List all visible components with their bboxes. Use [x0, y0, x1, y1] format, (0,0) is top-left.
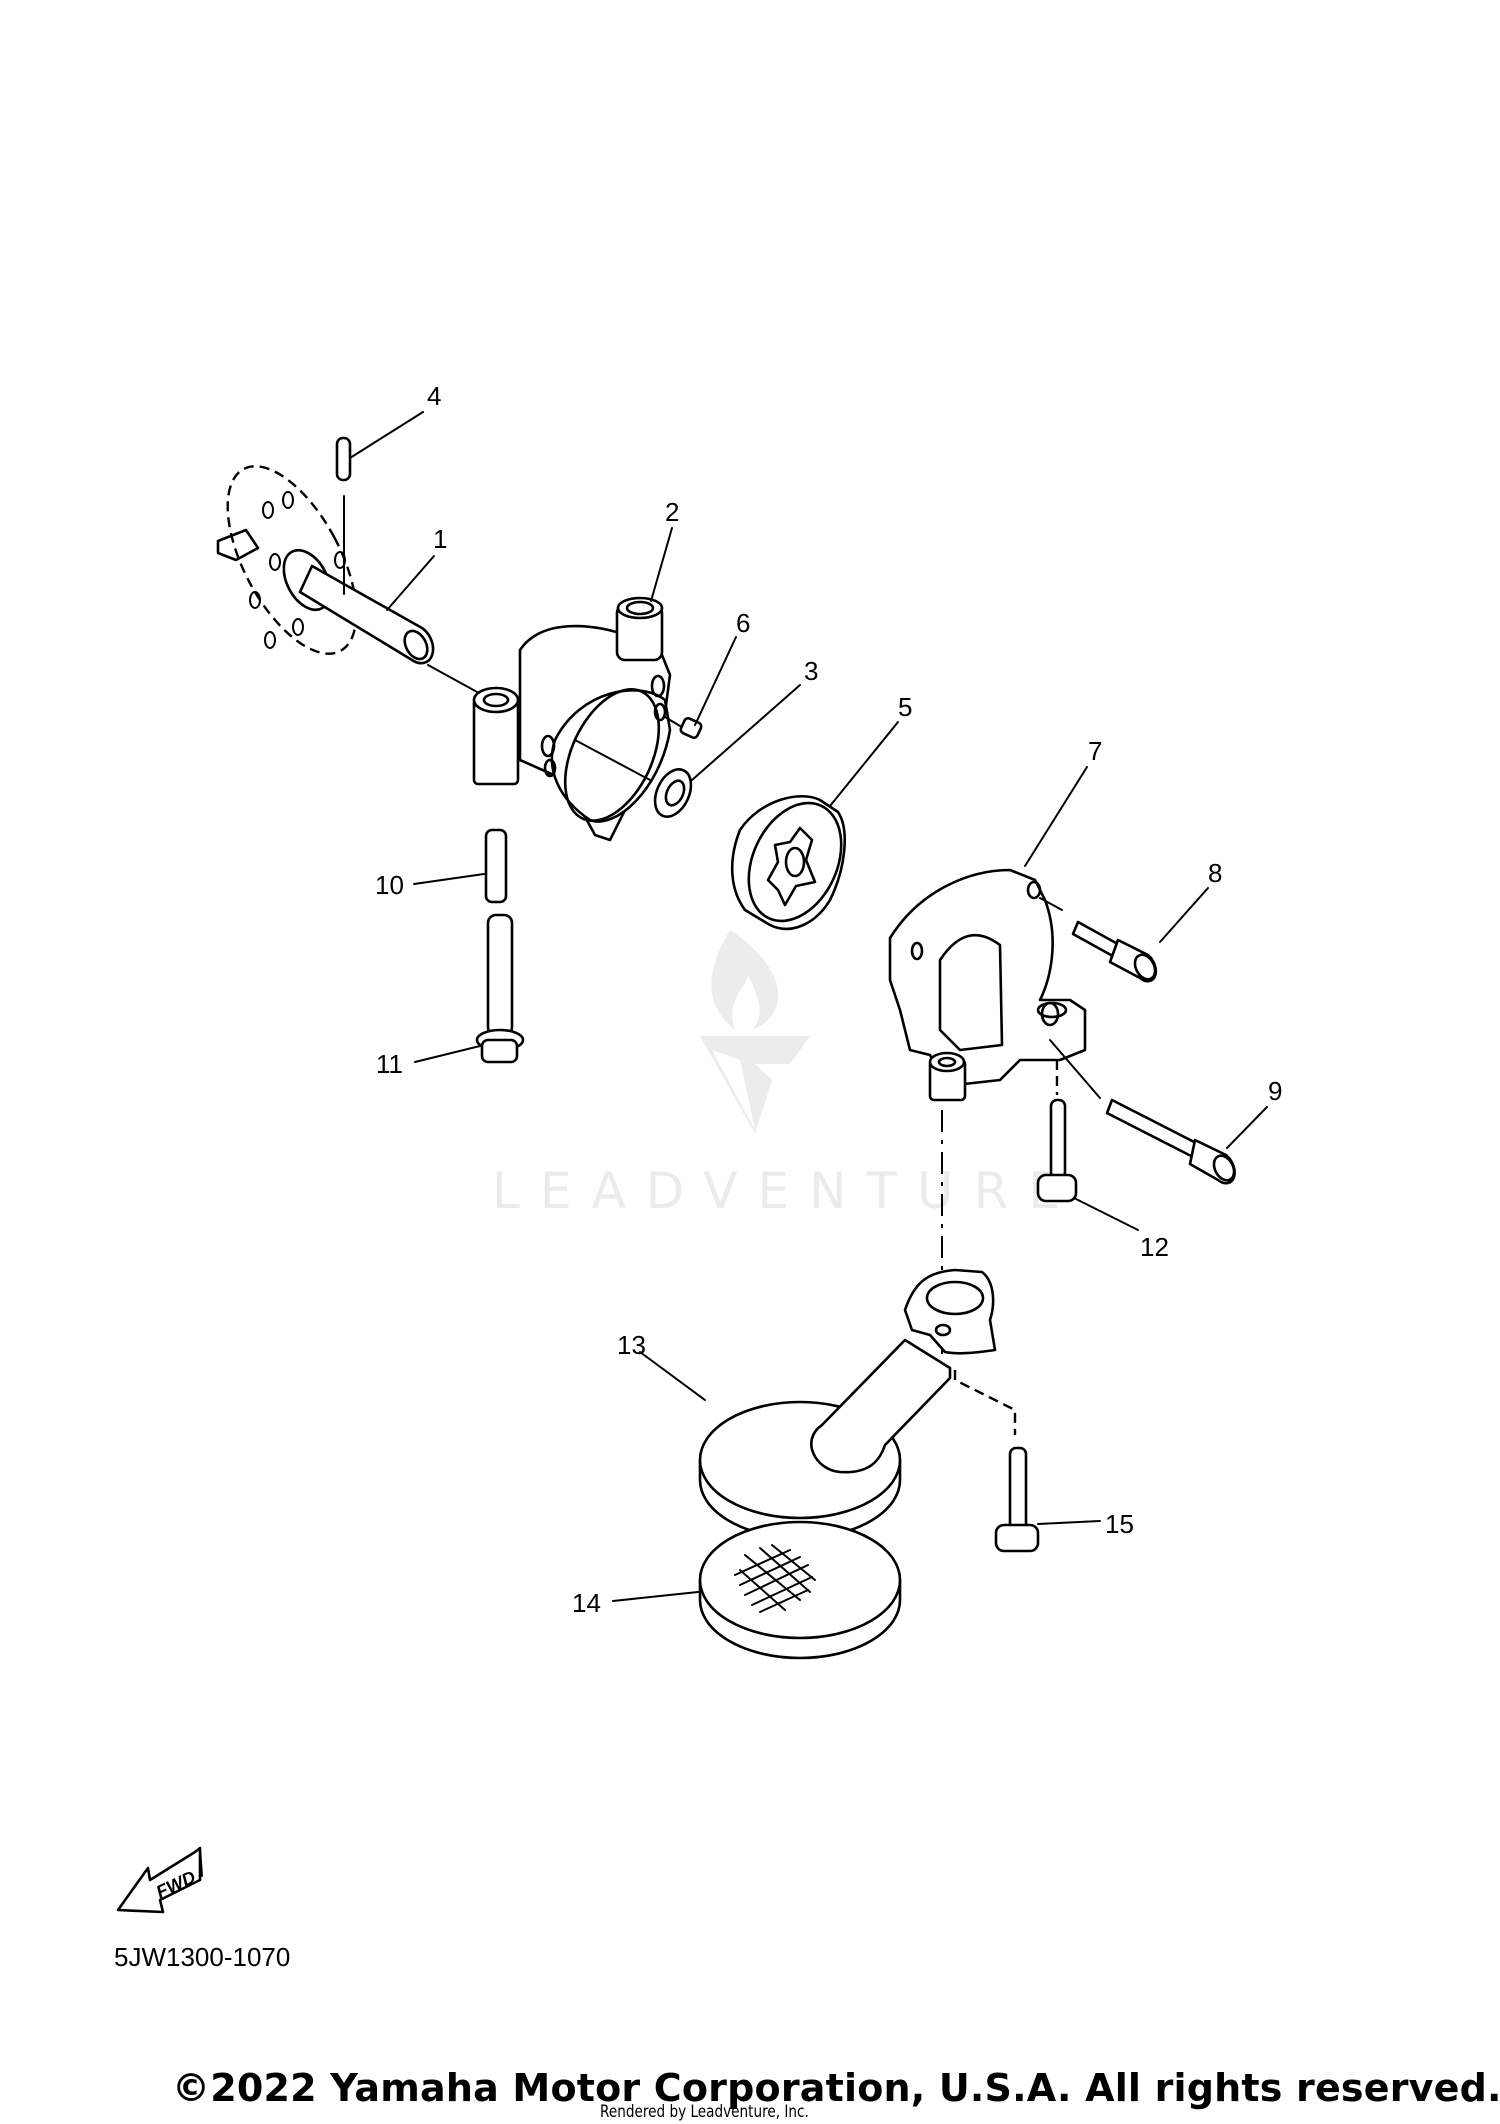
callout-13[interactable]: 13 [617, 1330, 646, 1360]
copyright-notice: ©2022 Yamaha Motor Corporation, U.S.A. A… [172, 2066, 1500, 2110]
part-7-cover [888, 868, 1087, 1360]
leadventure-watermark: LEADVENTURE [492, 930, 1080, 1220]
part-4-pin [335, 436, 352, 595]
callout-14[interactable]: 14 [572, 1588, 601, 1618]
callout-15[interactable]: 15 [1105, 1509, 1134, 1539]
callout-9[interactable]: 9 [1268, 1076, 1282, 1106]
fwd-arrow-icon: FWD [116, 1846, 203, 1914]
callout-10[interactable]: 10 [375, 870, 404, 900]
callout-7[interactable]: 7 [1088, 736, 1102, 766]
part-2-housing [472, 596, 681, 842]
leader-lines [349, 411, 1268, 1602]
part-6-dowel [679, 716, 703, 740]
callout-4[interactable]: 4 [427, 381, 441, 411]
callout-2[interactable]: 2 [665, 497, 679, 527]
part-13-strainer [698, 1268, 1017, 1540]
part-15-screw [994, 1446, 1040, 1553]
part-1-shaft [216, 465, 489, 699]
part-12-screw [1036, 1060, 1078, 1203]
callout-1[interactable]: 1 [433, 524, 447, 554]
part-3-washer [653, 768, 693, 818]
callout-8[interactable]: 8 [1208, 858, 1222, 888]
callout-numbers: 1 2 3 4 5 6 7 8 9 10 11 12 13 14 15 [375, 381, 1282, 1618]
watermark-text: LEADVENTURE [492, 1162, 1080, 1220]
part-11-flange-bolt [475, 913, 525, 1064]
callout-3[interactable]: 3 [804, 656, 818, 686]
part-14-screen [698, 1520, 902, 1660]
callout-12[interactable]: 12 [1140, 1232, 1169, 1262]
callout-5[interactable]: 5 [898, 692, 912, 722]
part-10-dowel-pin [484, 828, 508, 904]
rendered-by-credit: Rendered by Leadventure, Inc. [600, 2102, 809, 2122]
part-8-bolt [1039, 897, 1158, 983]
diagram-code: 5JW1300-1070 [114, 1942, 291, 1972]
callout-11[interactable]: 11 [376, 1049, 403, 1079]
callout-6[interactable]: 6 [736, 608, 750, 638]
part-5-rotor [730, 795, 846, 931]
part-9-bolt [1049, 1039, 1236, 1185]
